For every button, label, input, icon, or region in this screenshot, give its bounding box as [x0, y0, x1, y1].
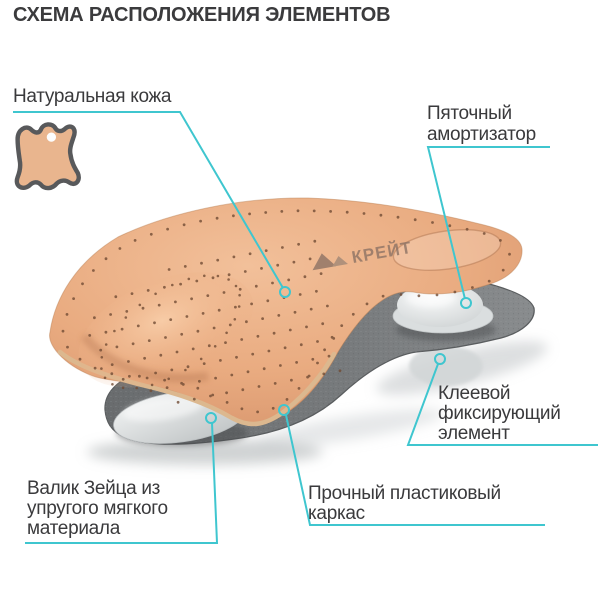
label-line: Клеевой: [438, 383, 511, 404]
callout-label-seitz-roller: Валик Зейца из упругого мягкого материал…: [27, 479, 168, 539]
callout-label-plastic-frame: Прочный пластиковый каркас: [308, 484, 501, 524]
callout-endpoint-plastic-frame: [278, 404, 290, 416]
callout-label-adhesive-fixing: Клеевой фиксирующий элемент: [438, 384, 561, 444]
heel-cup-emboss: [392, 229, 502, 271]
callout-line-natural-leather: [13, 111, 284, 289]
brand-logo-triangle-icon: [312, 253, 337, 271]
seitz-roller-highlight: [123, 396, 203, 422]
callout-line-plastic-frame: [285, 414, 545, 526]
leather-icon: [14, 122, 81, 191]
metatarsal-bump: [78, 272, 254, 388]
brand-logo-small-triangle-icon: [332, 256, 348, 267]
callout-lines: [13, 111, 598, 544]
leather-layer: КРЕЙТ: [49, 197, 523, 427]
label-line: Валик Зейца из: [27, 478, 161, 499]
adhesive-fixing-element: [409, 346, 483, 386]
callout-line-heel-absorber: [426, 146, 550, 300]
callout-line-adhesive-fixing: [406, 363, 598, 446]
page-title: СХЕМА РАСПОЛОЖЕНИЯ ЭЛЕМЕНТОВ: [13, 4, 391, 26]
bump-crease-shadow: [80, 333, 209, 383]
label-line: амортизатор: [427, 124, 536, 145]
leather-hide-shape: [14, 122, 81, 191]
callout-label-heel-absorber: Пяточный амортизатор: [427, 103, 536, 145]
callout-endpoint-heel-absorber: [460, 297, 472, 309]
label-line: упругого мягкого: [27, 498, 168, 519]
leather-hide-hole: [46, 132, 57, 142]
callout-line-seitz-roller: [25, 422, 219, 544]
callout-endpoint-adhesive-fixing: [434, 353, 446, 365]
label-line: Прочный пластиковый: [308, 483, 501, 504]
label-line: фиксирующий: [438, 403, 561, 424]
label-line: элемент: [438, 423, 510, 444]
label-line: Натуральная кожа: [13, 86, 172, 107]
callout-endpoint-seitz-roller: [205, 412, 217, 424]
callout-label-natural-leather: Натуральная кожа: [13, 86, 171, 107]
label-line: материала: [27, 518, 120, 539]
label-line: каркас: [308, 503, 365, 524]
callout-endpoint-natural-leather: [279, 286, 291, 298]
label-line: Пяточный: [427, 103, 512, 124]
